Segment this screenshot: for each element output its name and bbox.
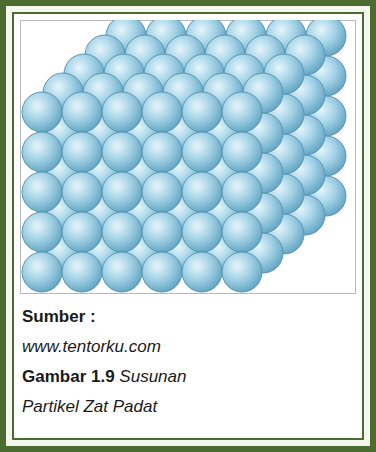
particle-sphere <box>142 92 182 132</box>
particle-sphere <box>102 92 142 132</box>
particle-sphere <box>62 172 102 212</box>
particle-sphere <box>22 172 62 212</box>
particle-sphere <box>142 212 182 252</box>
particle-sphere <box>182 92 222 132</box>
particle-sphere <box>62 212 102 252</box>
caption-area: Sumber : www.tentorku.comGambar 1.9 Susun… <box>22 302 237 422</box>
particle-sphere <box>22 92 62 132</box>
caption-text: Sumber : <box>22 307 96 326</box>
particle-sphere <box>22 132 62 172</box>
particle-sphere <box>222 212 262 252</box>
particle-sphere <box>222 132 262 172</box>
particle-sphere <box>62 92 102 132</box>
particle-sphere <box>182 212 222 252</box>
illustration-border <box>21 21 356 294</box>
particle-sphere <box>102 252 142 292</box>
particle-sphere <box>182 172 222 212</box>
particle-sphere <box>142 252 182 292</box>
caption-text: www.tentorku.com <box>22 337 161 356</box>
caption-line: Sumber : <box>22 302 237 332</box>
particle-sphere <box>62 132 102 172</box>
particle-illustration <box>20 20 356 294</box>
caption-line: www.tentorku.com <box>22 332 237 362</box>
particle-sphere <box>102 172 142 212</box>
particle-sphere <box>142 132 182 172</box>
particle-sphere <box>222 92 262 132</box>
particle-sphere <box>22 212 62 252</box>
particle-sphere <box>102 212 142 252</box>
particle-sphere <box>222 172 262 212</box>
particle-sphere <box>62 252 102 292</box>
particle-sphere <box>102 132 142 172</box>
caption-text: Gambar 1.9 <box>22 367 115 386</box>
particle-sphere <box>222 252 262 292</box>
particle-sphere <box>142 172 182 212</box>
particle-sphere <box>22 252 62 292</box>
sphere-stack <box>22 20 346 292</box>
particle-sphere <box>182 132 222 172</box>
caption-line: Gambar 1.9 Susunan Partikel Zat Padat <box>22 362 237 422</box>
particle-sphere <box>182 252 222 292</box>
